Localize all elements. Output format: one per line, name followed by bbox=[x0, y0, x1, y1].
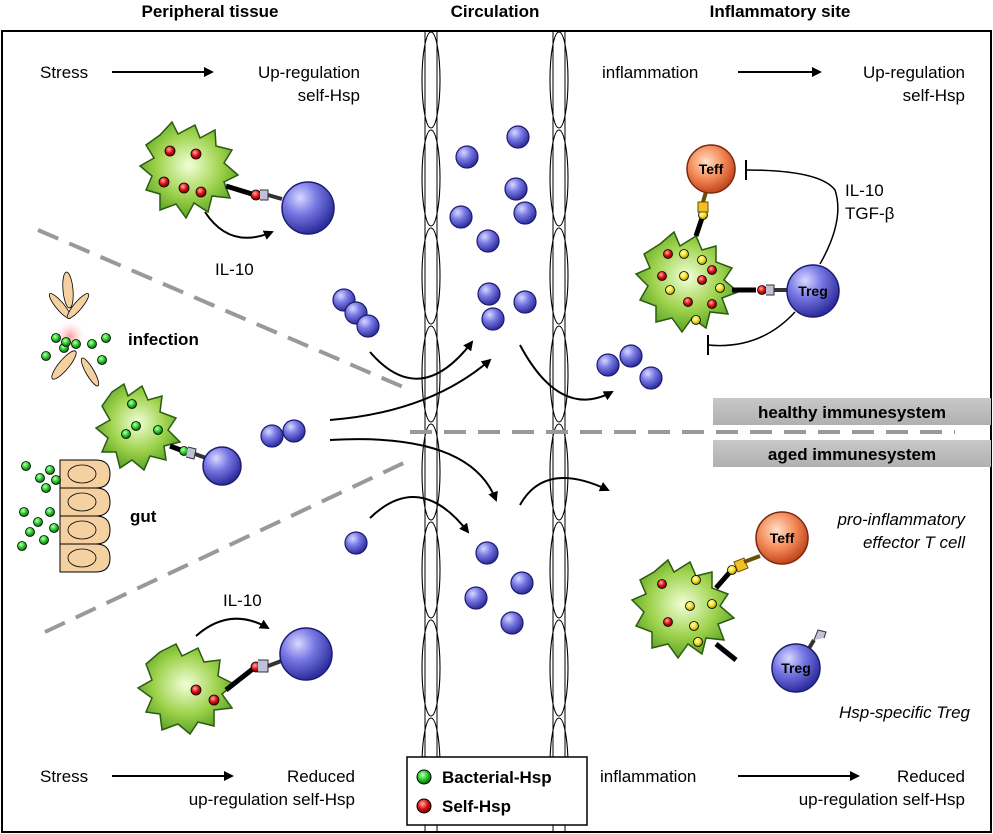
treg-aged-receptor bbox=[806, 629, 827, 652]
aged-band bbox=[713, 440, 991, 467]
treg-description: Hsp-specific Treg bbox=[839, 703, 971, 722]
treg-healthy bbox=[786, 264, 840, 318]
inflammation-bottom: inflammation bbox=[600, 767, 696, 786]
migrating-cells-left bbox=[260, 288, 380, 555]
gut-label: gut bbox=[130, 507, 157, 526]
il10-bottom-label: IL-10 bbox=[223, 591, 262, 610]
aged-label: aged immunesystem bbox=[768, 445, 936, 464]
apc-top-left bbox=[138, 120, 283, 220]
legend-label-bacterial: Bacterial-Hsp bbox=[442, 768, 552, 787]
selfhsp-top-right: self-Hsp bbox=[903, 86, 965, 105]
legend-swatch-self bbox=[416, 798, 432, 814]
arriving-cells-right bbox=[596, 344, 663, 390]
upregulation-bottom-left: up-regulation self-Hsp bbox=[189, 790, 355, 809]
legend-label-self: Self-Hsp bbox=[442, 797, 511, 816]
legend-swatch-bacterial bbox=[416, 769, 432, 785]
legend: Bacterial-Hsp Self-Hsp bbox=[406, 756, 588, 826]
suppression-lines bbox=[707, 160, 839, 355]
treg-middle-left bbox=[202, 446, 242, 486]
il10-top-label: IL-10 bbox=[215, 260, 254, 279]
apc-middle-left bbox=[94, 382, 207, 472]
bacteria-infection bbox=[41, 271, 111, 387]
upregulation-top-left: Up-regulation bbox=[258, 63, 360, 82]
healthy-band bbox=[713, 398, 991, 425]
gut-epithelium bbox=[17, 459, 111, 573]
stress-bottom: Stress bbox=[40, 767, 88, 786]
apc-healthy-site bbox=[634, 191, 788, 334]
stress-top: Stress bbox=[40, 63, 88, 82]
arrow-il10-top bbox=[204, 211, 274, 240]
upregulation-top-right: Up-regulation bbox=[863, 63, 965, 82]
infection-label: infection bbox=[128, 330, 199, 349]
treg-healthy-label: Treg bbox=[798, 283, 828, 299]
reduced-bottom-right: Reduced bbox=[897, 767, 965, 786]
cytokine-il10: IL-10 bbox=[845, 181, 884, 200]
reduced-bottom-left: Reduced bbox=[287, 767, 355, 786]
healthy-label: healthy immunesystem bbox=[758, 403, 946, 422]
treg-aged bbox=[771, 643, 821, 693]
header-inflammatory: Inflammatory site bbox=[710, 2, 851, 21]
teff-healthy bbox=[686, 144, 736, 194]
selfhsp-top-left: self-Hsp bbox=[298, 86, 360, 105]
migration-arrows bbox=[329, 340, 614, 534]
inflammation-top: inflammation bbox=[602, 63, 698, 82]
apc-bottom-left bbox=[136, 642, 285, 736]
header-circulation: Circulation bbox=[451, 2, 540, 21]
effector-line1: pro-inflammatory bbox=[836, 510, 966, 529]
teff-aged bbox=[755, 511, 809, 565]
teff-healthy-label: Teff bbox=[699, 161, 724, 177]
teff-aged-label: Teff bbox=[770, 530, 795, 546]
effector-line2: effector T cell bbox=[863, 533, 966, 552]
treg-bottom-left bbox=[279, 627, 333, 681]
cytokine-tgfb: TGF-β bbox=[845, 204, 895, 223]
frame bbox=[1, 30, 992, 833]
treg-top-left bbox=[281, 181, 335, 235]
upregulation-bottom-right: up-regulation self-Hsp bbox=[799, 790, 965, 809]
apc-aged-site bbox=[630, 554, 761, 662]
treg-aged-label: Treg bbox=[781, 660, 811, 676]
header-peripheral: Peripheral tissue bbox=[141, 2, 278, 21]
arrow-il10-bottom bbox=[195, 617, 270, 637]
